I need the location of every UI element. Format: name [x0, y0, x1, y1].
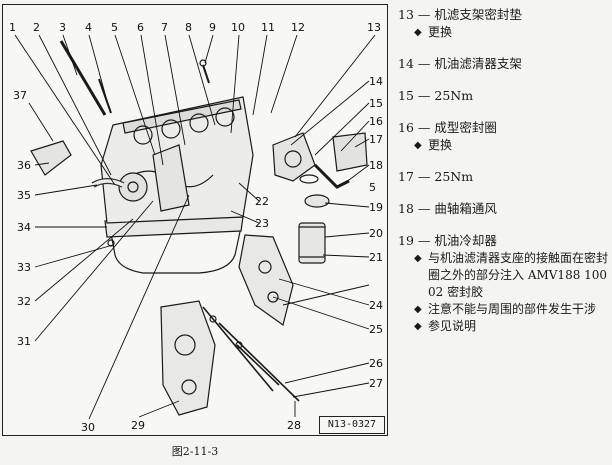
diamond-bullet-icon: ◆ — [414, 27, 422, 38]
callout-21: 21 — [369, 251, 383, 264]
callout-2: 2 — [33, 21, 40, 34]
legend-item-head: 16—成型密封圈 — [398, 119, 610, 137]
diagram-drawing: 1 2 3 4 5 6 7 8 9 10 11 12 13 14 15 16 1… — [9, 21, 383, 434]
callout-23: 23 — [255, 217, 269, 230]
callout-9: 9 — [209, 21, 216, 34]
legend-note-text: 注意不能与周围的部件发生干涉 — [428, 302, 597, 316]
legend-item-text: 25Nm — [434, 88, 474, 103]
legend-dash: — — [417, 169, 431, 184]
callout-11: 11 — [261, 21, 275, 34]
callout-33: 33 — [17, 261, 31, 274]
legend-item: 16—成型密封圈 ◆ 更换 — [398, 119, 610, 154]
diamond-bullet-icon: ◆ — [414, 321, 422, 332]
callout-6: 6 — [137, 21, 144, 34]
legend-item-head: 17—25Nm — [398, 168, 610, 186]
callout-26: 26 — [369, 357, 383, 370]
legend-dash: — — [417, 7, 431, 22]
callout-19: 19 — [369, 201, 383, 214]
callout-17: 17 — [369, 133, 383, 146]
legend-item: 15—25Nm — [398, 87, 610, 105]
callout-14: 14 — [369, 75, 383, 88]
legend-note-text: 更换 — [428, 138, 453, 152]
legend-item: 17—25Nm — [398, 168, 610, 186]
legend-note: ◆ 注意不能与周围的部件发生干涉 — [398, 301, 610, 318]
legend-dash: — — [417, 88, 431, 103]
leader-lines — [14, 34, 376, 420]
legend-note-text: 与机油滤清器支座的接触面在密封圈之外的部分注入 AMV188 100 02 密封… — [428, 251, 609, 299]
diamond-bullet-icon: ◆ — [414, 140, 422, 151]
callout-5-repeat: 5 — [369, 181, 376, 194]
legend-item-number: 15 — [398, 88, 414, 103]
callout-3: 3 — [59, 21, 66, 34]
legend-dash: — — [417, 120, 431, 135]
exploded-engine-diagram: 1 2 3 4 5 6 7 8 9 10 11 12 13 14 15 16 1… — [2, 4, 388, 436]
callout-12: 12 — [291, 21, 305, 34]
callout-32: 32 — [17, 295, 31, 308]
legend-note: ◆ 更换 — [398, 24, 610, 41]
callout-31: 31 — [17, 335, 31, 348]
callout-16: 16 — [369, 115, 383, 128]
callout-8: 8 — [185, 21, 192, 34]
legend-dash: — — [417, 56, 431, 71]
legend-item: 18—曲轴箱通风 — [398, 200, 610, 218]
figure-caption: 图2-11-3 — [171, 445, 219, 458]
legend-item-text: 曲轴箱通风 — [434, 201, 497, 216]
legend-item-head: 18—曲轴箱通风 — [398, 200, 610, 218]
callout-27: 27 — [369, 377, 383, 390]
legend-note-text: 参见说明 — [428, 319, 477, 333]
legend-item-head: 19—机油冷却器 — [398, 232, 610, 250]
callout-37: 37 — [13, 89, 27, 102]
legend-dash: — — [417, 233, 431, 248]
legend-item-head: 15—25Nm — [398, 87, 610, 105]
callout-20: 20 — [369, 227, 383, 240]
legend-item-head: 13—机滤支架密封垫 — [398, 6, 610, 24]
callout-7: 7 — [161, 21, 168, 34]
callout-35: 35 — [17, 189, 31, 202]
legend-item-number: 19 — [398, 233, 414, 248]
legend-note: ◆ 更换 — [398, 137, 610, 154]
callout-4: 4 — [85, 21, 92, 34]
legend-item-text: 机油冷却器 — [434, 233, 497, 248]
callout-10: 10 — [231, 21, 245, 34]
legend-dash: — — [417, 201, 431, 216]
legend-item-number: 13 — [398, 7, 414, 22]
legend-item: 14—机油滤清器支架 — [398, 55, 610, 73]
callout-30: 30 — [81, 421, 95, 434]
legend-note: ◆ 与机油滤清器支座的接触面在密封圈之外的部分注入 AMV188 100 02 密… — [398, 250, 610, 301]
legend-note: ◆ 参见说明 — [398, 318, 610, 335]
diamond-bullet-icon: ◆ — [414, 253, 422, 264]
legend-item: 19—机油冷却器 ◆ 与机油滤清器支座的接触面在密封圈之外的部分注入 AMV188 … — [398, 232, 610, 335]
callout-29: 29 — [131, 419, 145, 432]
callout-22: 22 — [255, 195, 269, 208]
callout-24: 24 — [369, 299, 383, 312]
legend-item-text: 成型密封圈 — [434, 120, 497, 135]
legend-item-number: 17 — [398, 169, 414, 184]
legend-item-text: 25Nm — [434, 169, 474, 184]
legend-note-text: 更换 — [428, 25, 453, 39]
legend-item-head: 14—机油滤清器支架 — [398, 55, 610, 73]
callout-13: 13 — [367, 21, 381, 34]
callout-18: 18 — [369, 159, 383, 172]
diamond-bullet-icon: ◆ — [414, 304, 422, 315]
callout-36: 36 — [17, 159, 31, 172]
legend-item-number: 18 — [398, 201, 414, 216]
callout-numbers: 1 2 3 4 5 6 7 8 9 10 11 12 13 14 15 16 1… — [9, 21, 383, 434]
legend-item-number: 14 — [398, 56, 414, 71]
callout-1: 1 — [9, 21, 16, 34]
legend-item-text: 机滤支架密封垫 — [434, 7, 522, 22]
legend-item-number: 16 — [398, 120, 414, 135]
callout-5: 5 — [111, 21, 118, 34]
callout-25: 25 — [369, 323, 383, 336]
callout-34: 34 — [17, 221, 31, 234]
engine-block-drawing — [30, 40, 368, 416]
legend-item: 13—机滤支架密封垫 ◆ 更换 — [398, 6, 610, 41]
callout-28: 28 — [287, 419, 301, 432]
figure-code-label: N13-0327 — [319, 416, 385, 434]
callout-15: 15 — [369, 97, 383, 110]
legend-item-text: 机油滤清器支架 — [434, 56, 522, 71]
